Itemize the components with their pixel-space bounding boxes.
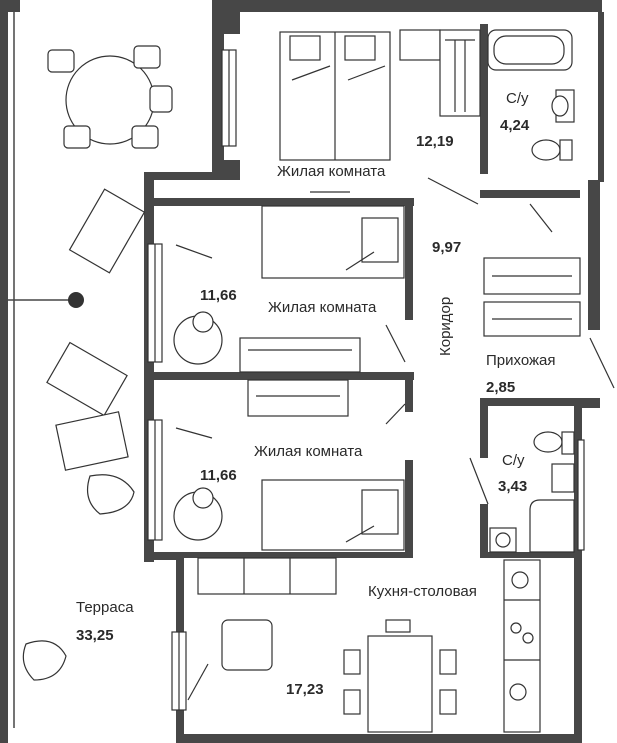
kitchen-furniture	[197, 557, 541, 733]
room-name-hall: Прихожая	[486, 352, 556, 369]
room-labels: Жилая комната 12,19 С/у 4,24 9,97 Коридо…	[76, 90, 556, 698]
room-name-living1: Жилая комната	[277, 163, 386, 180]
room-area-bath2: 3,43	[498, 478, 527, 495]
terrace-railing	[8, 12, 84, 728]
room-area-terrace: 33,25	[76, 627, 114, 644]
bed-bedroom2	[173, 205, 405, 373]
double-bed	[279, 29, 481, 193]
terrace-furniture	[22, 45, 173, 681]
room-area-bath1: 4,24	[500, 117, 530, 134]
hall-wardrobes	[483, 203, 581, 337]
room-area-kitchen: 17,23	[286, 681, 324, 698]
bed-bedroom3	[173, 379, 405, 551]
room-name-bath2: С/у	[502, 452, 525, 469]
room-name-corridor: Коридор	[437, 297, 454, 356]
room-name-living3: Жилая комната	[254, 443, 363, 460]
interior-walls	[154, 24, 580, 558]
room-name-living2: Жилая комната	[268, 299, 377, 316]
bath1-fixtures	[487, 29, 575, 161]
bath2-fixtures	[489, 431, 575, 553]
door-swings	[187, 177, 615, 701]
windows	[147, 49, 585, 711]
room-area-hall: 2,85	[486, 379, 515, 396]
room-name-kitchen: Кухня-столовая	[368, 583, 477, 600]
room-name-terrace: Терраса	[76, 599, 134, 616]
room-area-living3: 11,66	[200, 467, 237, 484]
room-area-living1: 12,19	[416, 133, 454, 150]
room-name-bath1: С/у	[506, 90, 529, 107]
room-area-living2: 11,66	[200, 287, 237, 304]
room-area-corridor: 9,97	[432, 239, 461, 256]
